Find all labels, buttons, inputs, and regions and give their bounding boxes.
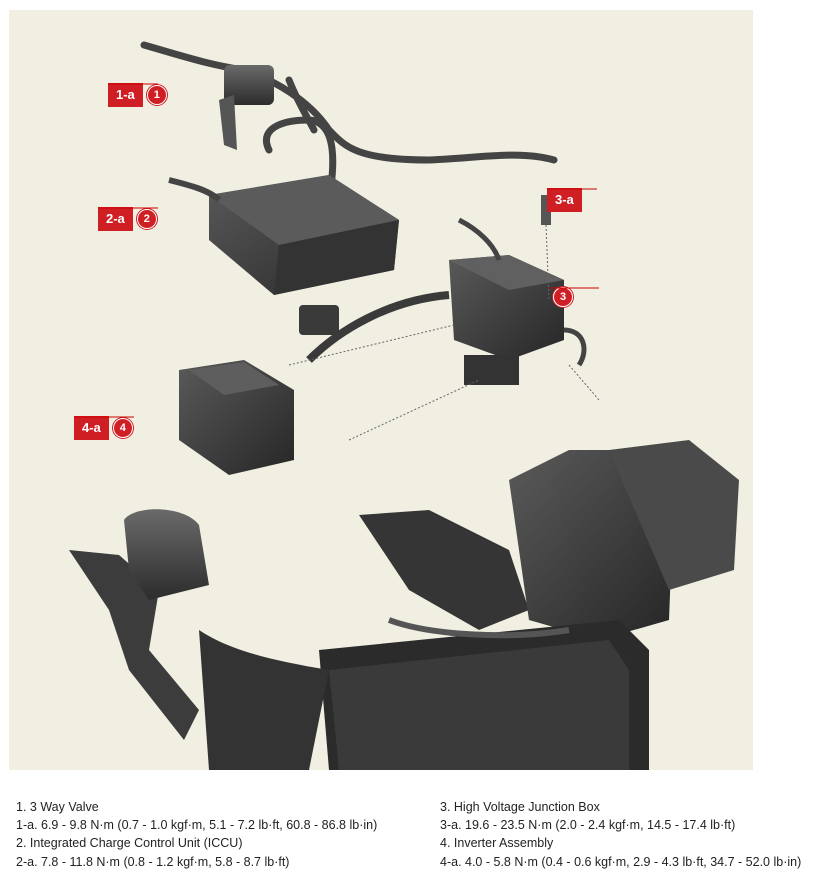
legend-item: 3. High Voltage Junction Box <box>440 800 600 814</box>
bolt-guide-line <box>288 324 455 366</box>
legend-right-column: 3. High Voltage Junction Box 3-a. 19.6 -… <box>440 798 801 871</box>
callout-number: 4 <box>112 418 133 438</box>
callout-3: 3 <box>549 287 599 307</box>
callout-4: 4-a 4 <box>74 416 134 440</box>
legend-item: 3-a. 19.6 - 23.5 N·m (2.0 - 2.4 kgf·m, 1… <box>440 818 736 833</box>
junction-box-bolt <box>541 195 551 225</box>
bolt-guide-line <box>545 224 550 301</box>
callout-tag: 1-a <box>108 83 143 107</box>
exploded-parts-diagram: 1-a 1 2-a 2 3-a 3 4-a 4 <box>9 10 753 770</box>
callout-tag: 4-a <box>74 416 109 440</box>
leader-line <box>98 207 158 209</box>
iccu-unit <box>168 175 399 335</box>
callout-number: 3 <box>553 287 573 307</box>
legend-item: 2-a. 7.8 - 11.8 N·m (0.8 - 1.2 kgf·m, 5.… <box>16 854 290 869</box>
leader-line <box>108 83 158 85</box>
callout-number: 2 <box>136 209 157 229</box>
bolt-guide-line <box>568 364 600 401</box>
inverter-assembly <box>179 360 294 475</box>
vehicle-front-assembly <box>69 440 739 770</box>
bolt-guide-line <box>348 379 480 441</box>
legend-item: 4. Inverter Assembly <box>440 836 554 851</box>
legend-item: 1. 3 Way Valve <box>16 800 99 814</box>
leader-line <box>549 287 599 289</box>
legend-item: 2. Integrated Charge Control Unit (ICCU) <box>16 836 243 851</box>
callout-1: 1-a 1 <box>108 83 167 107</box>
legend-item: 1-a. 6.9 - 9.8 N·m (0.7 - 1.0 kgf·m, 5.1… <box>16 818 378 833</box>
callout-tag: 3-a <box>547 188 582 212</box>
callout-number: 1 <box>146 85 167 105</box>
valve-body <box>224 65 274 105</box>
callout-tag: 2-a <box>98 207 133 231</box>
callout-3a: 3-a <box>547 188 597 212</box>
high-voltage-junction-box <box>306 217 587 385</box>
legend-item: 4-a. 4.0 - 5.8 N·m (0.4 - 0.6 kgf·m, 2.9… <box>440 854 802 869</box>
callout-2: 2-a 2 <box>98 207 158 231</box>
diagram-artwork <box>69 41 739 770</box>
leader-line <box>547 188 597 190</box>
leader-line <box>74 416 134 418</box>
valve-bracket <box>219 95 237 150</box>
legend-left-column: 1. 3 Way Valve 1-a. 6.9 - 9.8 N·m (0.7 -… <box>16 798 377 871</box>
